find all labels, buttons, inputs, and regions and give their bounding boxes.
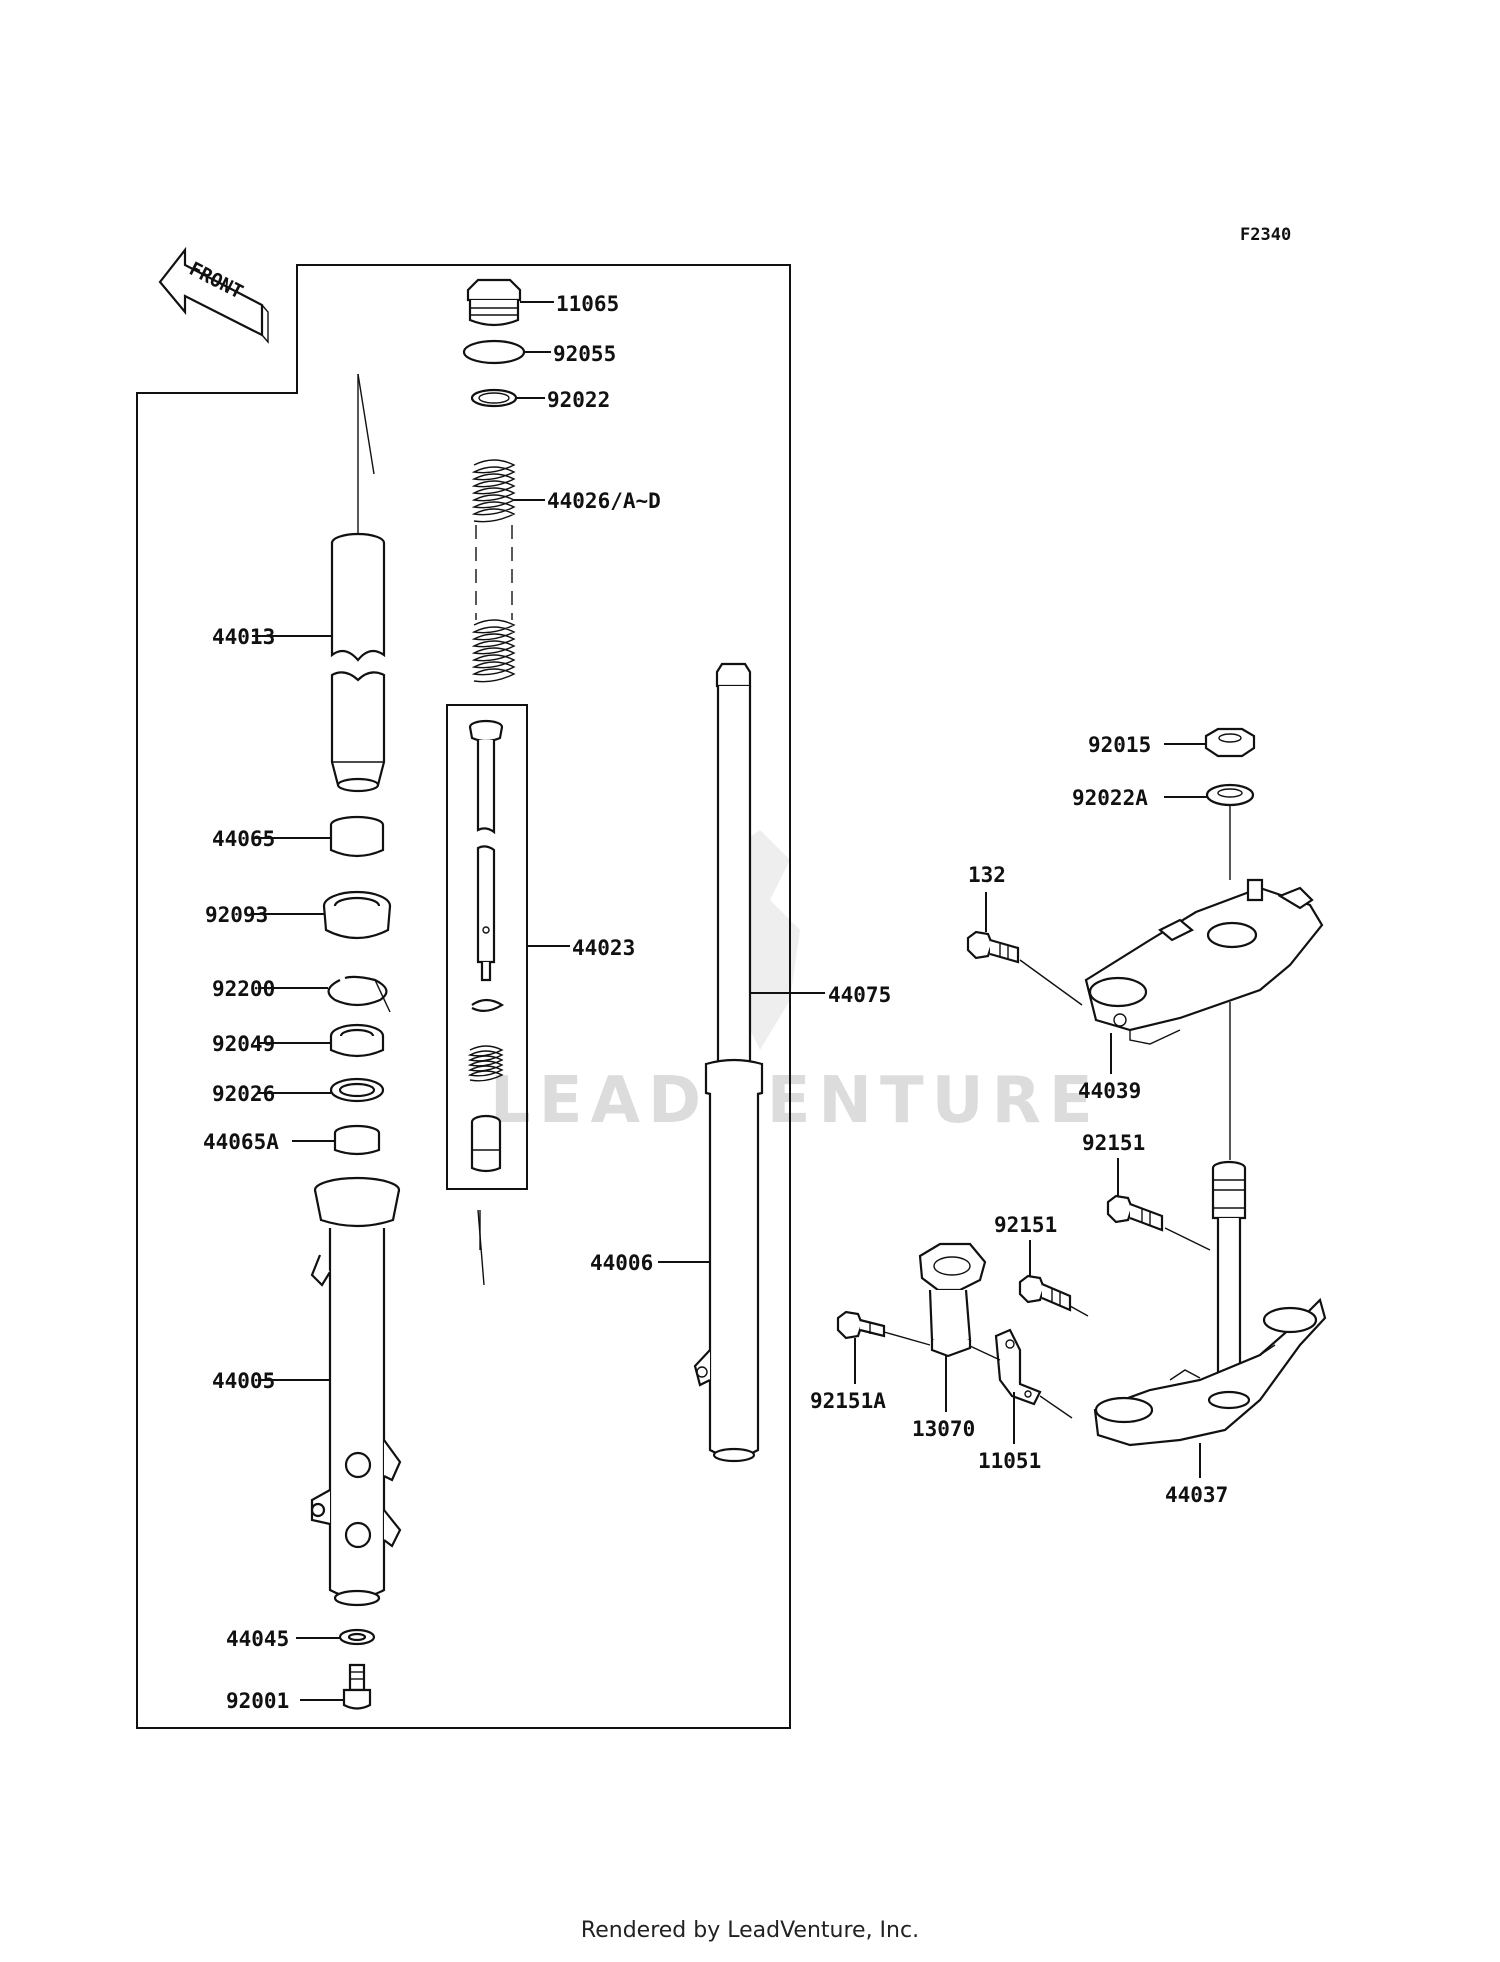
label-92001: 92001	[226, 1689, 289, 1713]
bolt-92151-lower	[1018, 1274, 1072, 1312]
nut-92015	[1204, 727, 1256, 758]
label-92026: 92026	[212, 1082, 275, 1106]
label-44045: 44045	[226, 1627, 289, 1651]
label-92093: 92093	[205, 903, 268, 927]
label-92151-lower: 92151	[994, 1213, 1057, 1237]
bushing-44065A	[333, 1124, 381, 1156]
label-44075: 44075	[828, 983, 891, 1007]
watermark: LEADVENTURE	[490, 830, 1101, 1138]
washer-92022A	[1205, 783, 1255, 807]
label-44023: 44023	[572, 936, 635, 960]
o-ring-92055	[462, 339, 526, 365]
footer-credit: Rendered by LeadVenture, Inc.	[580, 1918, 920, 1943]
label-92022: 92022	[547, 388, 610, 412]
bolt-132	[966, 930, 1020, 964]
label-44065A: 44065A	[203, 1130, 279, 1154]
clamp-13070	[918, 1242, 987, 1358]
bushing-44065	[329, 815, 385, 858]
damper-rod-44023	[467, 719, 505, 1173]
washer-92026	[329, 1077, 385, 1103]
label-44013: 44013	[212, 625, 275, 649]
dust-seal-92093	[322, 890, 392, 940]
label-44065: 44065	[212, 827, 275, 851]
label-92022A: 92022A	[1072, 786, 1148, 810]
watermark-text: LEADVENTURE	[490, 1064, 1101, 1138]
fork-assembly-boundary	[136, 264, 791, 1729]
bolt-92001	[342, 1663, 372, 1710]
label-44037: 44037	[1165, 1483, 1228, 1507]
label-92049: 92049	[212, 1032, 275, 1056]
washer-92022	[470, 388, 518, 408]
label-92055: 92055	[553, 342, 616, 366]
label-11051: 11051	[978, 1449, 1041, 1473]
bracket-11051	[994, 1328, 1042, 1406]
label-13070: 13070	[912, 1417, 975, 1441]
label-44006: 44006	[590, 1251, 653, 1275]
label-92151-upper: 92151	[1082, 1131, 1145, 1155]
oil-seal-92049	[329, 1023, 385, 1058]
label-92015: 92015	[1088, 733, 1151, 757]
label-44026: 44026/A~D	[547, 489, 661, 513]
stem-bracket-44037	[1093, 1160, 1327, 1447]
label-11065: 11065	[556, 292, 619, 316]
guide-line	[357, 373, 375, 475]
inner-tube-44013	[330, 532, 386, 793]
figure-code: F2340	[1240, 225, 1291, 245]
bolt-92151-upper	[1106, 1194, 1164, 1232]
gasket-44045	[338, 1628, 376, 1646]
label-132: 132	[968, 863, 1006, 887]
cap-bolt-11065	[466, 278, 522, 327]
label-44005: 44005	[212, 1369, 275, 1393]
front-arrow-icon: FRONT	[158, 246, 269, 344]
fork-assembly-44075	[693, 662, 764, 1463]
circlip-92200	[327, 975, 391, 1013]
label-44039: 44039	[1078, 1079, 1141, 1103]
upper-bracket-44039	[1084, 878, 1324, 1045]
label-92200: 92200	[212, 977, 275, 1001]
spring-44026	[471, 459, 516, 683]
outer-tube-44005	[310, 1176, 402, 1607]
label-92151A: 92151A	[810, 1389, 886, 1413]
bolt-92151A	[836, 1310, 886, 1340]
